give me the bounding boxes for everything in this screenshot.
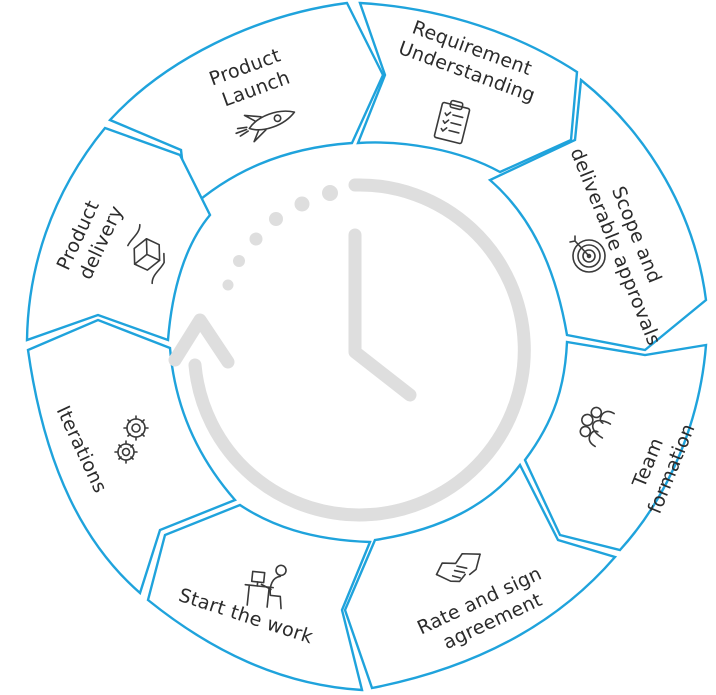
segment-requirement (356, 1, 579, 174)
target-arrow-icon (569, 235, 606, 273)
person-at-desk-icon (244, 564, 287, 610)
ring-segments (25, 1, 708, 692)
segment-scope (487, 77, 708, 352)
segment-rate (343, 462, 618, 690)
segment-delivery (25, 126, 212, 342)
hands-box-icon (127, 223, 165, 285)
clipboard-checklist-icon (433, 99, 471, 145)
rocket-icon (235, 110, 296, 143)
segment-start (146, 503, 372, 692)
center-clock-icon (168, 178, 531, 522)
segment-launch (107, 1, 385, 213)
handshake-icon (435, 552, 481, 583)
gears-icon (114, 415, 149, 464)
team-people-icon (579, 406, 615, 448)
segment-team (523, 340, 708, 552)
